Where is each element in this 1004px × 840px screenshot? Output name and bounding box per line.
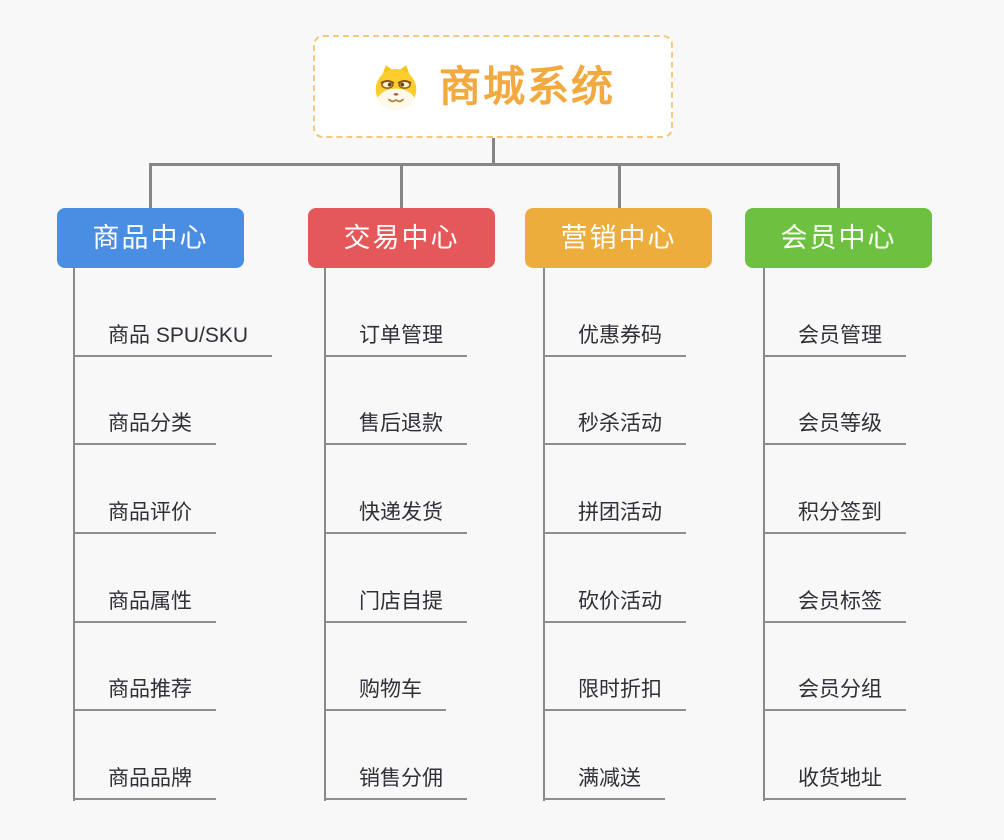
branch-node-marketing-center[interactable]: 营销中心 — [525, 208, 712, 268]
connector-drop-product — [149, 163, 152, 209]
leaf-label: 积分签到 — [765, 502, 906, 535]
leaf-node[interactable]: 会员标签 — [765, 534, 906, 623]
leaf-label: 售后退款 — [326, 413, 467, 446]
leaf-node[interactable]: 会员管理 — [765, 268, 906, 357]
leaf-label: 商品评价 — [75, 502, 216, 535]
leaf-node[interactable]: 销售分佣 — [326, 711, 467, 801]
leaf-node[interactable]: 砍价活动 — [545, 534, 686, 623]
branch-label: 营销中心 — [560, 222, 677, 253]
leaf-label: 优惠券码 — [545, 325, 686, 357]
branch-node-member-center[interactable]: 会员中心 — [745, 208, 932, 268]
leaf-label: 限时折扣 — [545, 679, 686, 712]
root-label: 商城系统 — [438, 62, 615, 110]
leaf-label: 商品推荐 — [75, 679, 216, 712]
leaf-label: 订单管理 — [326, 325, 467, 357]
leaf-node[interactable]: 快递发货 — [326, 445, 467, 535]
leaf-label: 商品 SPU/SKU — [75, 325, 273, 357]
leaf-label: 销售分佣 — [326, 768, 467, 801]
leaf-node[interactable]: 商品推荐 — [75, 623, 272, 712]
leaf-label: 商品品牌 — [75, 768, 216, 801]
connector-root-stub — [492, 138, 495, 166]
leaf-node[interactable]: 拼团活动 — [545, 445, 686, 535]
leaf-label: 满减送 — [545, 768, 665, 801]
leaf-node[interactable]: 商品品牌 — [75, 711, 272, 801]
dog-face-icon — [371, 62, 421, 112]
leaf-label: 会员等级 — [765, 413, 906, 446]
connector-drop-marketing — [618, 163, 621, 209]
leaf-node[interactable]: 商品评价 — [75, 445, 272, 535]
branch-node-product-center[interactable]: 商品中心 — [57, 208, 244, 268]
branch-node-trade-center[interactable]: 交易中心 — [308, 208, 495, 268]
leaf-node[interactable]: 收货地址 — [765, 711, 906, 801]
leaf-node[interactable]: 订单管理 — [326, 268, 467, 357]
leaf-label: 商品分类 — [75, 413, 216, 446]
leaf-label: 会员标签 — [765, 591, 906, 623]
leaf-label: 收货地址 — [765, 768, 906, 801]
leaf-label: 秒杀活动 — [545, 413, 686, 446]
leaf-node[interactable]: 商品 SPU/SKU — [75, 268, 273, 357]
branch-label: 交易中心 — [343, 222, 460, 253]
leaf-label: 会员分组 — [765, 679, 906, 712]
leaf-node[interactable]: 积分签到 — [765, 445, 906, 535]
leaf-node[interactable]: 限时折扣 — [545, 623, 686, 712]
branch-children-marketing-center: 优惠券码 秒杀活动 拼团活动 砍价活动 限时折扣 满减送 — [543, 268, 686, 801]
leaf-node[interactable]: 会员等级 — [765, 357, 906, 446]
branch-children-trade-center: 订单管理 售后退款 快递发货 门店自提 购物车 销售分佣 — [324, 268, 467, 801]
root-node[interactable]: 商城系统 — [313, 35, 673, 138]
connector-horizontal-bar — [149, 163, 840, 166]
leaf-label: 商品属性 — [75, 591, 216, 623]
leaf-node[interactable]: 秒杀活动 — [545, 357, 686, 446]
leaf-node[interactable]: 购物车 — [326, 623, 467, 712]
leaf-node[interactable]: 商品分类 — [75, 357, 272, 446]
branch-children-product-center: 商品 SPU/SKU 商品分类 商品评价 商品属性 商品推荐 商品品牌 — [73, 268, 273, 801]
leaf-label: 砍价活动 — [545, 591, 686, 623]
leaf-label: 拼团活动 — [545, 502, 686, 535]
connector-drop-trade — [400, 163, 403, 209]
branch-label: 商品中心 — [92, 222, 209, 253]
leaf-label: 门店自提 — [326, 591, 467, 623]
branch-label: 会员中心 — [780, 222, 897, 253]
leaf-label: 快递发货 — [326, 502, 467, 535]
leaf-label: 购物车 — [326, 679, 446, 712]
branch-children-member-center: 会员管理 会员等级 积分签到 会员标签 会员分组 收货地址 — [763, 268, 906, 801]
leaf-node[interactable]: 满减送 — [545, 711, 686, 801]
leaf-node[interactable]: 商品属性 — [75, 534, 272, 623]
leaf-node[interactable]: 优惠券码 — [545, 268, 686, 357]
leaf-node[interactable]: 会员分组 — [765, 623, 906, 712]
leaf-label: 会员管理 — [765, 325, 906, 357]
leaf-node[interactable]: 门店自提 — [326, 534, 467, 623]
leaf-node[interactable]: 售后退款 — [326, 357, 467, 446]
connector-drop-member — [837, 163, 840, 209]
